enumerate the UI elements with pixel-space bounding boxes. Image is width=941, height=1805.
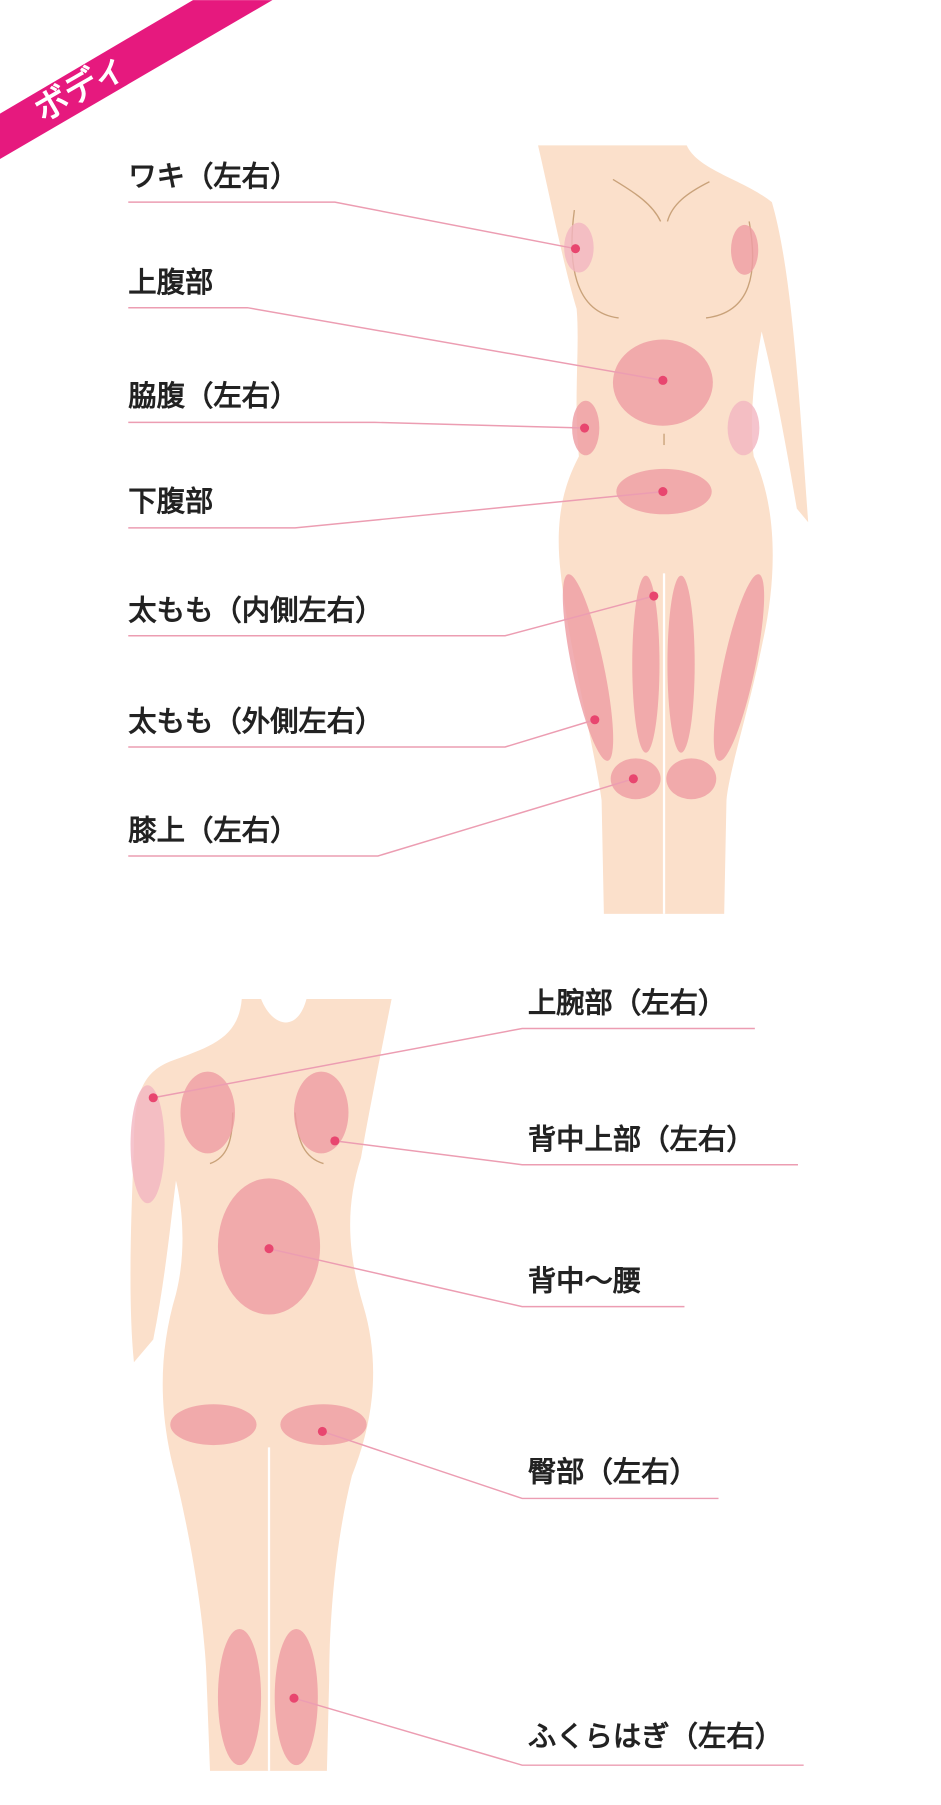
leader-lower-abdomen — [128, 490, 663, 529]
label-lower-abdomen: 下腹部 — [128, 485, 213, 518]
marker-upper-abdomen — [658, 375, 668, 385]
marker-flank — [580, 423, 590, 433]
marker-buttocks — [317, 1426, 327, 1436]
label-above-knee: 膝上（左右） — [128, 814, 298, 847]
label-outer-thigh: 太もも（外側左右） — [128, 705, 383, 738]
front-figure — [538, 145, 809, 914]
label-upper-back: 背中上部（左右） — [528, 1123, 755, 1156]
zone-upper-arm — [130, 1085, 165, 1204]
marker-back-waist — [264, 1244, 274, 1254]
leader-flank — [128, 421, 585, 429]
zone-buttock-right — [280, 1404, 367, 1446]
zone-knee-right — [666, 758, 717, 800]
zone-buttock-left — [170, 1404, 257, 1446]
zone-calf-left — [217, 1628, 262, 1766]
marker-lower-abdomen — [658, 487, 668, 497]
front-labels: ワキ（左右） 上腹部 脇腹（左右） 下腹部 太もも（内側左右） 太もも（外側左右… — [128, 160, 668, 857]
leader-buttocks — [322, 1430, 719, 1500]
back-body-silhouette — [130, 998, 392, 1771]
zone-outer-thigh-right — [713, 574, 765, 761]
leader-back-waist — [268, 1247, 685, 1308]
leader-outer-thigh — [128, 719, 596, 748]
label-back-waist: 背中〜腰 — [528, 1265, 641, 1298]
leader-upper-back — [334, 1140, 798, 1166]
zone-flank-right — [727, 400, 760, 456]
label-armpit: ワキ（左右） — [128, 160, 298, 193]
leader-upper-abdomen — [128, 306, 664, 382]
zone-upper-back-left — [180, 1071, 235, 1154]
back-labels: 上腕部（左右） 背中上部（左右） 背中〜腰 臀部（左右） ふくらはぎ（左右） — [148, 987, 804, 1766]
zone-upper-back-right — [293, 1071, 349, 1154]
label-buttocks: 臀部（左右） — [528, 1455, 698, 1488]
label-flank: 脇腹（左右） — [128, 379, 298, 412]
marker-outer-thigh — [590, 715, 600, 725]
label-upper-abdomen: 上腹部 — [128, 266, 213, 299]
marker-calves — [289, 1693, 299, 1703]
zone-inner-thigh-right — [667, 575, 695, 753]
marker-armpit — [570, 244, 581, 254]
marker-above-knee — [628, 774, 638, 784]
banner-label: ボディ — [28, 46, 134, 131]
leader-armpit — [128, 201, 576, 250]
banner-stripe — [0, 0, 273, 160]
leader-inner-thigh — [128, 595, 655, 637]
marker-upper-arm — [148, 1093, 158, 1103]
zone-outer-thigh-left — [562, 574, 614, 761]
leader-calves — [293, 1697, 804, 1766]
zone-armpit-right — [731, 224, 759, 275]
marker-upper-back — [330, 1136, 340, 1146]
back-figure — [130, 998, 392, 1771]
label-upper-arm: 上腕部（左右） — [528, 987, 727, 1020]
leader-above-knee — [128, 778, 634, 857]
label-inner-thigh: 太もも（内側左右） — [128, 594, 383, 627]
leader-upper-arm — [153, 1027, 755, 1099]
collarbone-lines — [612, 178, 710, 222]
category-banner: ボディ — [0, 0, 273, 160]
zone-inner-thigh-left — [632, 575, 660, 753]
label-calves: ふくらはぎ（左右） — [528, 1720, 783, 1753]
marker-inner-thigh — [649, 591, 659, 601]
